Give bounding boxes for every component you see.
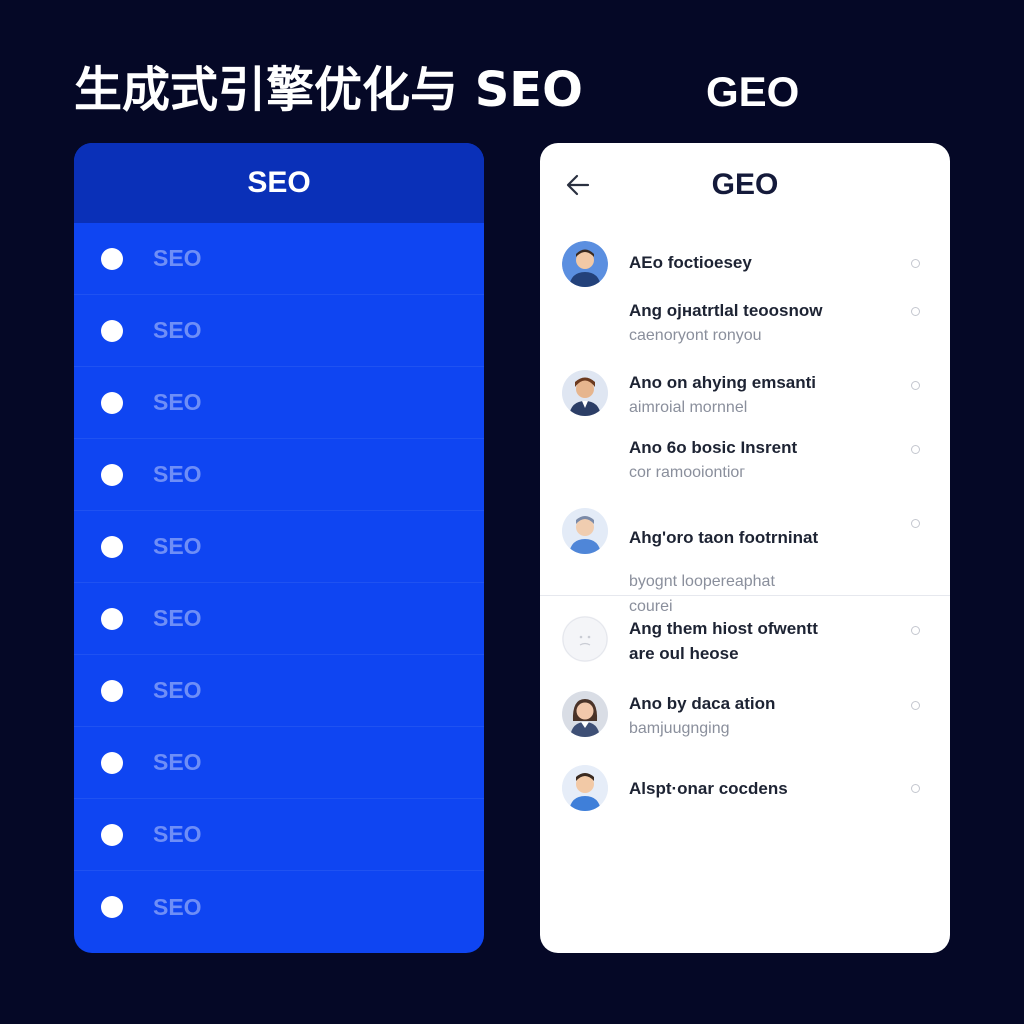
seo-item-label: SEO xyxy=(153,893,202,920)
seo-list-item[interactable]: SEO xyxy=(74,367,484,439)
radio-circle-icon[interactable] xyxy=(911,701,920,710)
seo-panel: SEO SEO SEO SEO SEO SEO SEO SEO SEO SEO … xyxy=(74,143,484,953)
radio-circle-icon[interactable] xyxy=(911,626,920,635)
seo-list-item[interactable]: SEO xyxy=(74,511,484,583)
bullet-dot-icon xyxy=(101,823,123,846)
avatar xyxy=(562,691,608,737)
geo-heading: GEO xyxy=(706,68,800,115)
seo-item-label: SEO xyxy=(153,317,202,343)
avatar xyxy=(562,765,608,811)
bullet-dot-icon xyxy=(101,319,123,342)
seo-item-label: SEO xyxy=(153,677,202,703)
radio-circle-icon[interactable] xyxy=(911,259,920,268)
arrow-left-icon[interactable] xyxy=(562,169,594,201)
geo-item-title: Ang ojнatrtlal teoosnow xyxy=(629,301,823,320)
seo-list-item[interactable]: SEO xyxy=(74,439,484,511)
seo-list-item[interactable]: SEO xyxy=(74,295,484,367)
geo-item-subtitle: cor ramooiontioг xyxy=(629,464,746,481)
seo-list-item[interactable]: SEO xyxy=(74,727,484,799)
seo-list-item[interactable]: SEO xyxy=(74,799,484,871)
radio-circle-icon[interactable] xyxy=(911,307,920,316)
seo-item-label: SEO xyxy=(153,389,202,415)
radio-circle-icon[interactable] xyxy=(911,381,920,390)
geo-panel-title: GEO xyxy=(711,168,779,201)
geo-panel: GEO AEo foctioesey Ang ojнatrtlal teoosn… xyxy=(540,143,950,953)
seo-item-label: SEO xyxy=(153,749,202,775)
geo-item-subtitle: byognt loopereaphat courei xyxy=(629,573,775,615)
seo-item-label: SEO xyxy=(153,821,202,847)
geo-item-subtitle: bamjuugnging xyxy=(629,720,730,737)
seo-list-item[interactable]: SEO xyxy=(74,871,484,943)
seo-item-label: SEO xyxy=(153,461,202,487)
geo-item-title: Ang them hiost ofwentt are oul heose xyxy=(629,619,818,663)
radio-circle-icon[interactable] xyxy=(911,784,920,793)
avatar xyxy=(562,241,608,287)
avatar-placeholder xyxy=(562,616,608,662)
page-title: 生成式引擎优化与 SEO xyxy=(74,62,583,118)
seo-item-label: SEO xyxy=(153,245,202,271)
radio-circle-icon[interactable] xyxy=(911,445,920,454)
seo-list-item[interactable]: SEO xyxy=(74,583,484,655)
geo-item-title: Alspt·onar cocdens xyxy=(629,779,788,798)
list-divider xyxy=(540,595,950,596)
avatar xyxy=(562,508,608,554)
avatar xyxy=(562,370,608,416)
bullet-dot-icon xyxy=(101,535,123,558)
bullet-dot-icon xyxy=(101,391,123,414)
geo-item-title: Ano by daca ation xyxy=(629,694,776,713)
geo-item-subtitle: aimroial mornnel xyxy=(629,399,748,416)
geo-item-title: Ano on ahying emsanti xyxy=(629,373,817,392)
seo-panel-title: SEO xyxy=(74,143,484,223)
geo-panel-header: GEO xyxy=(540,143,950,227)
bullet-dot-icon xyxy=(101,247,123,270)
geo-item-subtitle: caenoryont ronyou xyxy=(629,327,762,344)
seo-item-label: SEO xyxy=(153,605,202,631)
radio-circle-icon[interactable] xyxy=(911,519,920,528)
geo-item-title: Ahg'oro taon footrninat xyxy=(629,528,819,547)
seo-list-item[interactable]: SEO xyxy=(74,223,484,295)
seo-item-label: SEO xyxy=(153,533,202,559)
bullet-dot-icon xyxy=(101,463,123,486)
seo-list-item[interactable]: SEO xyxy=(74,655,484,727)
geo-item-title: Ano 6o bosic Insrent xyxy=(629,438,798,457)
geo-item-title: AEo foctioesey xyxy=(629,253,752,272)
seo-list: SEO SEO SEO SEO SEO SEO SEO SEO SEO SEO xyxy=(74,223,484,943)
bullet-dot-icon xyxy=(101,607,123,630)
bullet-dot-icon xyxy=(101,896,123,918)
bullet-dot-icon xyxy=(101,751,123,774)
bullet-dot-icon xyxy=(101,679,123,702)
